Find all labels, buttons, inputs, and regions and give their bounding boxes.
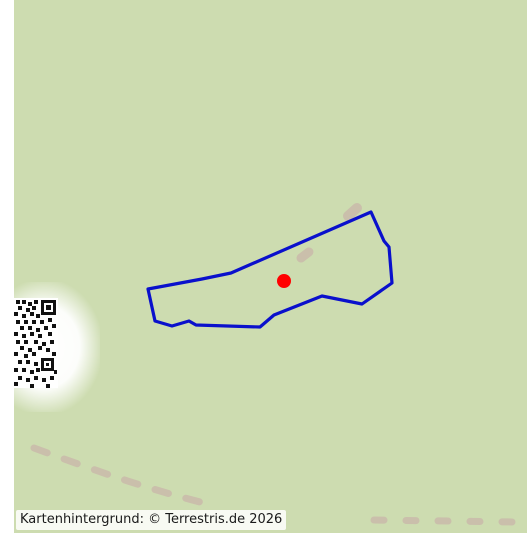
map-viewport[interactable] (14, 0, 527, 533)
map-canvas[interactable] (14, 0, 527, 533)
qr-code-icon[interactable] (14, 298, 58, 388)
location-dot-icon[interactable] (277, 274, 291, 288)
parcel-outline[interactable] (146, 210, 394, 329)
map-attribution: Kartenhintergrund: © Terrestris.de 2026 (16, 510, 287, 530)
map-track-lines (30, 203, 518, 526)
